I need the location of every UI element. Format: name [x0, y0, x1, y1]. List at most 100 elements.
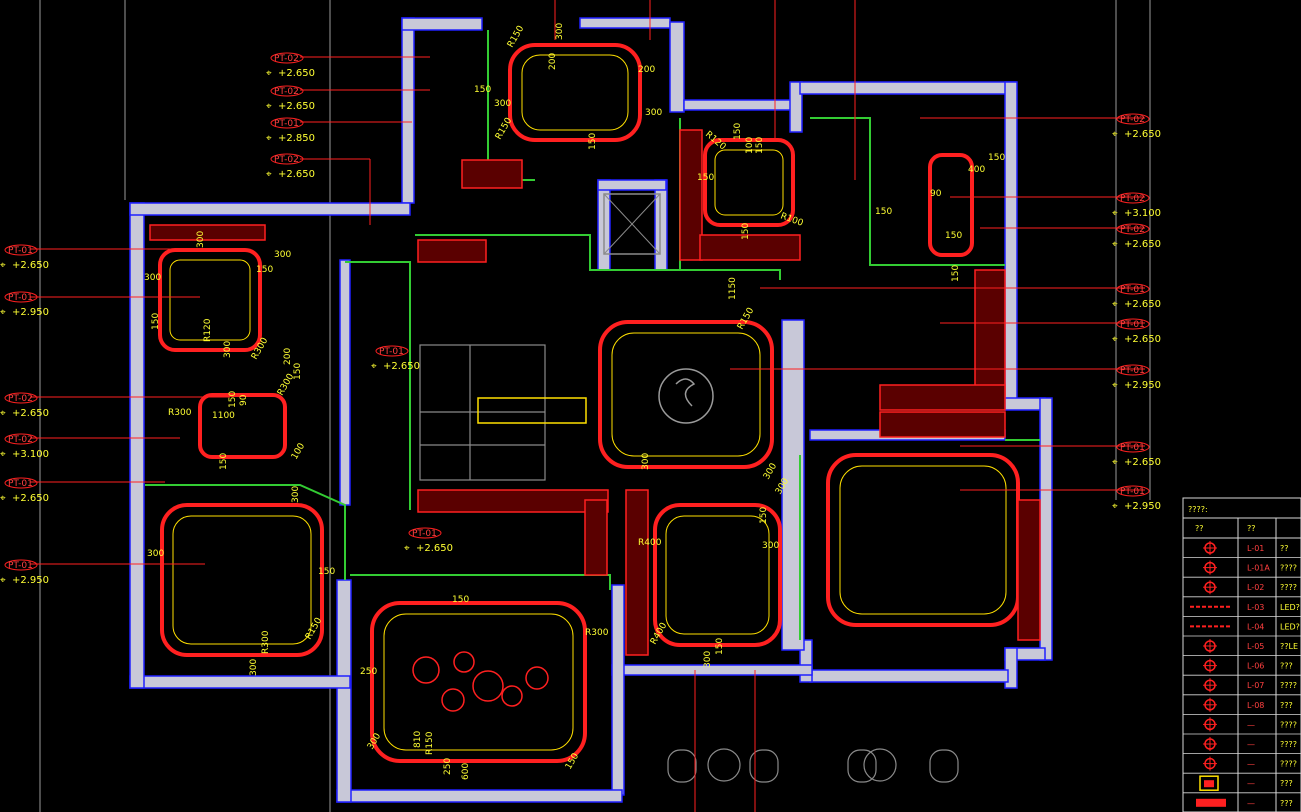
legend-code: L-01A [1247, 564, 1270, 573]
dimension-label: 150 [318, 567, 335, 577]
material-tag: PT-01 [274, 119, 299, 129]
callout-right-3: PT-01⌖+2.650 [1112, 283, 1161, 310]
legend-code: — [1247, 720, 1255, 729]
fixture-symbol-icon [1199, 775, 1219, 791]
level-marker-icon: ⌖ [266, 101, 272, 112]
legend-description: LED? [1280, 622, 1300, 631]
level-marker-icon: ⌖ [1112, 334, 1118, 345]
callout-right-5: PT-01⌖+2.950 [1112, 364, 1161, 391]
legend-row: L-08??? [1183, 697, 1301, 715]
dimension-label: 300 [762, 541, 779, 551]
legend-row: L-05 ??LE [1183, 639, 1301, 656]
dimension-label: 150 [697, 173, 714, 183]
material-tag: PT-02 [1120, 115, 1145, 125]
material-tag: PT-02 [1120, 225, 1145, 235]
dimension-label: 300 [223, 341, 233, 358]
material-tag: PT-01 [8, 479, 33, 489]
material-tag: PT-01 [1120, 320, 1145, 330]
ceiling-level: +2.950 [1124, 501, 1161, 512]
dimension-label: 300 [494, 99, 511, 109]
dimension-label: 250 [443, 758, 453, 775]
callout-right-2: PT-02⌖+2.650 [1112, 223, 1161, 250]
fixture-symbol-icon [1203, 560, 1217, 575]
material-tag: PT-01 [1120, 443, 1145, 453]
ceiling-level: +3.100 [1124, 208, 1161, 219]
ceiling-level: +2.650 [1124, 457, 1161, 468]
dimension-label: 150 [755, 137, 765, 154]
legend-code: L-02 [1247, 583, 1264, 592]
dimension-label: 150 [759, 507, 769, 524]
dimension-label: 300 [555, 23, 565, 40]
callout-right-7: PT-01⌖+2.950 [1112, 485, 1161, 512]
dimension-label: 90 [239, 394, 249, 406]
fixture-symbol-icon [1203, 737, 1217, 751]
legend-row: L-01A???? [1183, 560, 1301, 578]
dimension-label: 150 [951, 265, 961, 282]
level-marker-icon: ⌖ [0, 260, 6, 271]
callout-inner-0: PT-01⌖+2.650 [371, 345, 420, 372]
ceiling-level: +2.950 [12, 575, 49, 586]
legend-code: L-06 [1247, 662, 1264, 671]
fixture-symbol-icon [1203, 639, 1217, 653]
legend-code: L-04 [1247, 622, 1264, 631]
dimension-label: 150 [588, 133, 598, 150]
legend-description: ??LE [1280, 642, 1298, 651]
material-tag: PT-01 [412, 529, 437, 539]
legend-description: ??? [1280, 662, 1293, 671]
dimension-label: 150 [715, 638, 725, 655]
legend-description: LED? [1280, 603, 1300, 612]
legend-description: ???? [1280, 564, 1297, 573]
dimension-label: R300 [585, 628, 609, 638]
callout-far-left-4: PT-01⌖+2.650 [0, 477, 49, 504]
material-tag: PT-01 [1120, 366, 1145, 376]
legend-row: —??? [1196, 798, 1293, 808]
legend-row: L-01?? [1183, 541, 1301, 558]
material-tag: PT-01 [379, 347, 404, 357]
legend-code: — [1247, 740, 1255, 749]
material-tag: PT-01 [8, 246, 33, 256]
legend-row: L-04 LED? [1183, 622, 1301, 637]
ceiling-level: +2.650 [383, 361, 420, 372]
callouts: PT-02⌖+2.650PT-02⌖+2.650PT-01⌖+2.850PT-0… [0, 52, 1161, 586]
dimension-label: 150 [151, 313, 161, 330]
legend-code: L-05 [1247, 642, 1264, 651]
fixture-symbol-icon [1203, 756, 1217, 771]
legend-code: L-01 [1247, 544, 1264, 553]
legend-header-code: ?? [1247, 524, 1256, 533]
dimension-label: 150 [293, 363, 303, 380]
material-tag: PT-01 [1120, 285, 1145, 295]
dimension-label: 200 [638, 65, 655, 75]
ceiling-level: +2.950 [12, 307, 49, 318]
dimension-label: 300 [249, 659, 259, 676]
ceiling-level: +2.650 [12, 260, 49, 271]
level-marker-icon: ⌖ [0, 575, 6, 586]
legend-description: ???? [1280, 760, 1297, 769]
callout-far-left-1: PT-01⌖+2.950 [0, 291, 49, 318]
legend-description: ??? [1280, 701, 1293, 710]
legend-description: ?? [1280, 544, 1289, 553]
dimension-label: 100 [745, 137, 755, 154]
level-marker-icon: ⌖ [0, 307, 6, 318]
ceiling-level: +2.650 [278, 101, 315, 112]
dimension-label: 150 [474, 85, 491, 95]
level-marker-icon: ⌖ [266, 169, 272, 180]
ceiling-level: +2.650 [1124, 129, 1161, 140]
callout-far-left-3: PT-02⌖+3.100 [0, 433, 49, 460]
dimension-label: 150 [733, 123, 743, 140]
ceiling-level: +2.650 [12, 408, 49, 419]
dimension-label: 250 [360, 667, 377, 677]
legend-description: ???? [1280, 720, 1297, 729]
dimension-label: 150 [219, 453, 229, 470]
legend-code: — [1247, 779, 1255, 788]
level-marker-icon: ⌖ [0, 493, 6, 504]
level-marker-icon: ⌖ [0, 449, 6, 460]
leader-lines [30, 0, 1145, 812]
dimension-label: 600 [461, 763, 471, 780]
legend-row: L-06??? [1183, 658, 1301, 676]
fixture-symbol-icon [1203, 717, 1217, 732]
legend-header-symbol: ?? [1195, 524, 1204, 533]
